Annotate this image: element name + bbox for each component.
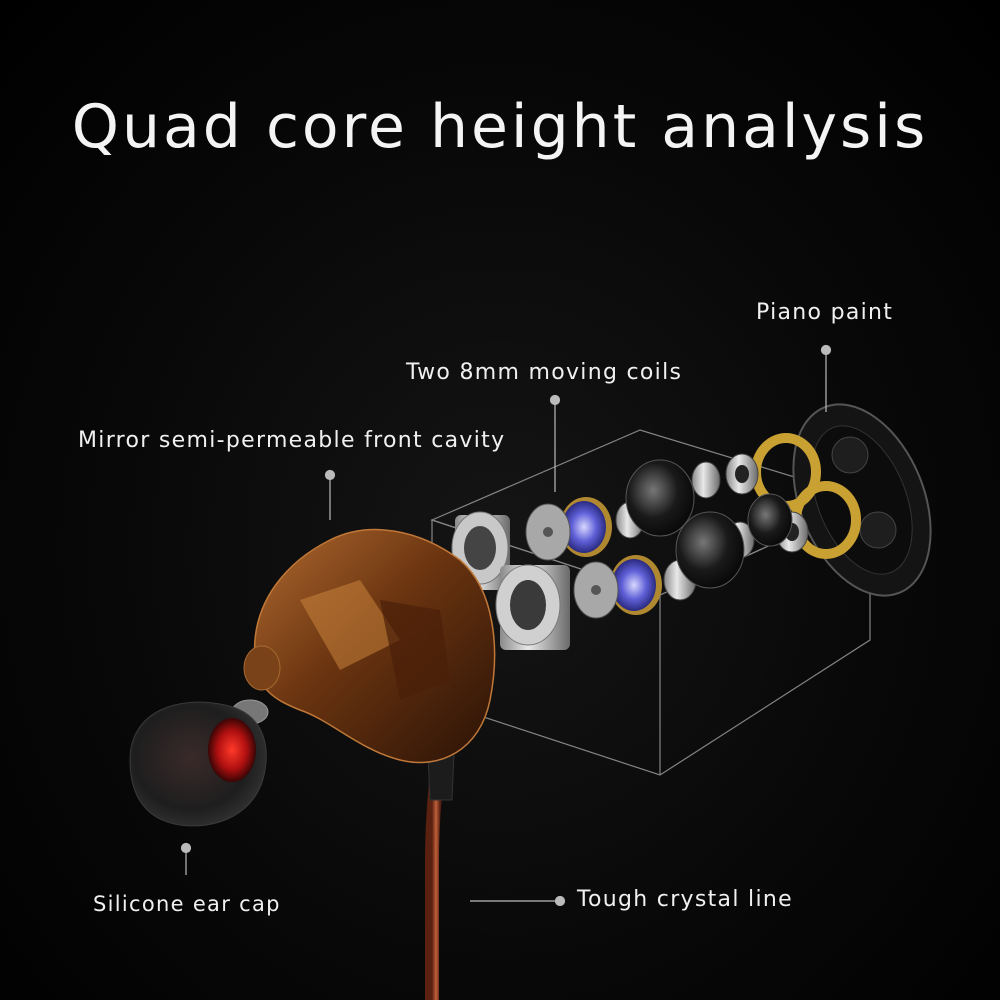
dark-drivers — [625, 459, 793, 589]
label-moving-coils: Two 8mm moving coils — [406, 360, 683, 385]
silicone-ear-tip — [129, 701, 267, 827]
moving-coil-drivers — [560, 497, 662, 615]
back-shell — [792, 403, 932, 597]
label-crystal-line: Tough crystal line — [577, 887, 793, 912]
front-cylinders — [451, 511, 570, 650]
mesh-disks — [525, 503, 619, 619]
label-piano-paint: Piano paint — [756, 300, 894, 325]
label-ear-cap: Silicone ear cap — [93, 892, 281, 916]
front-cavity-shell — [243, 528, 496, 764]
leader-lines — [180, 344, 832, 907]
page-title: Quad core height analysis — [71, 92, 929, 162]
label-front-cavity: Mirror semi-permeable front cavity — [78, 428, 506, 453]
